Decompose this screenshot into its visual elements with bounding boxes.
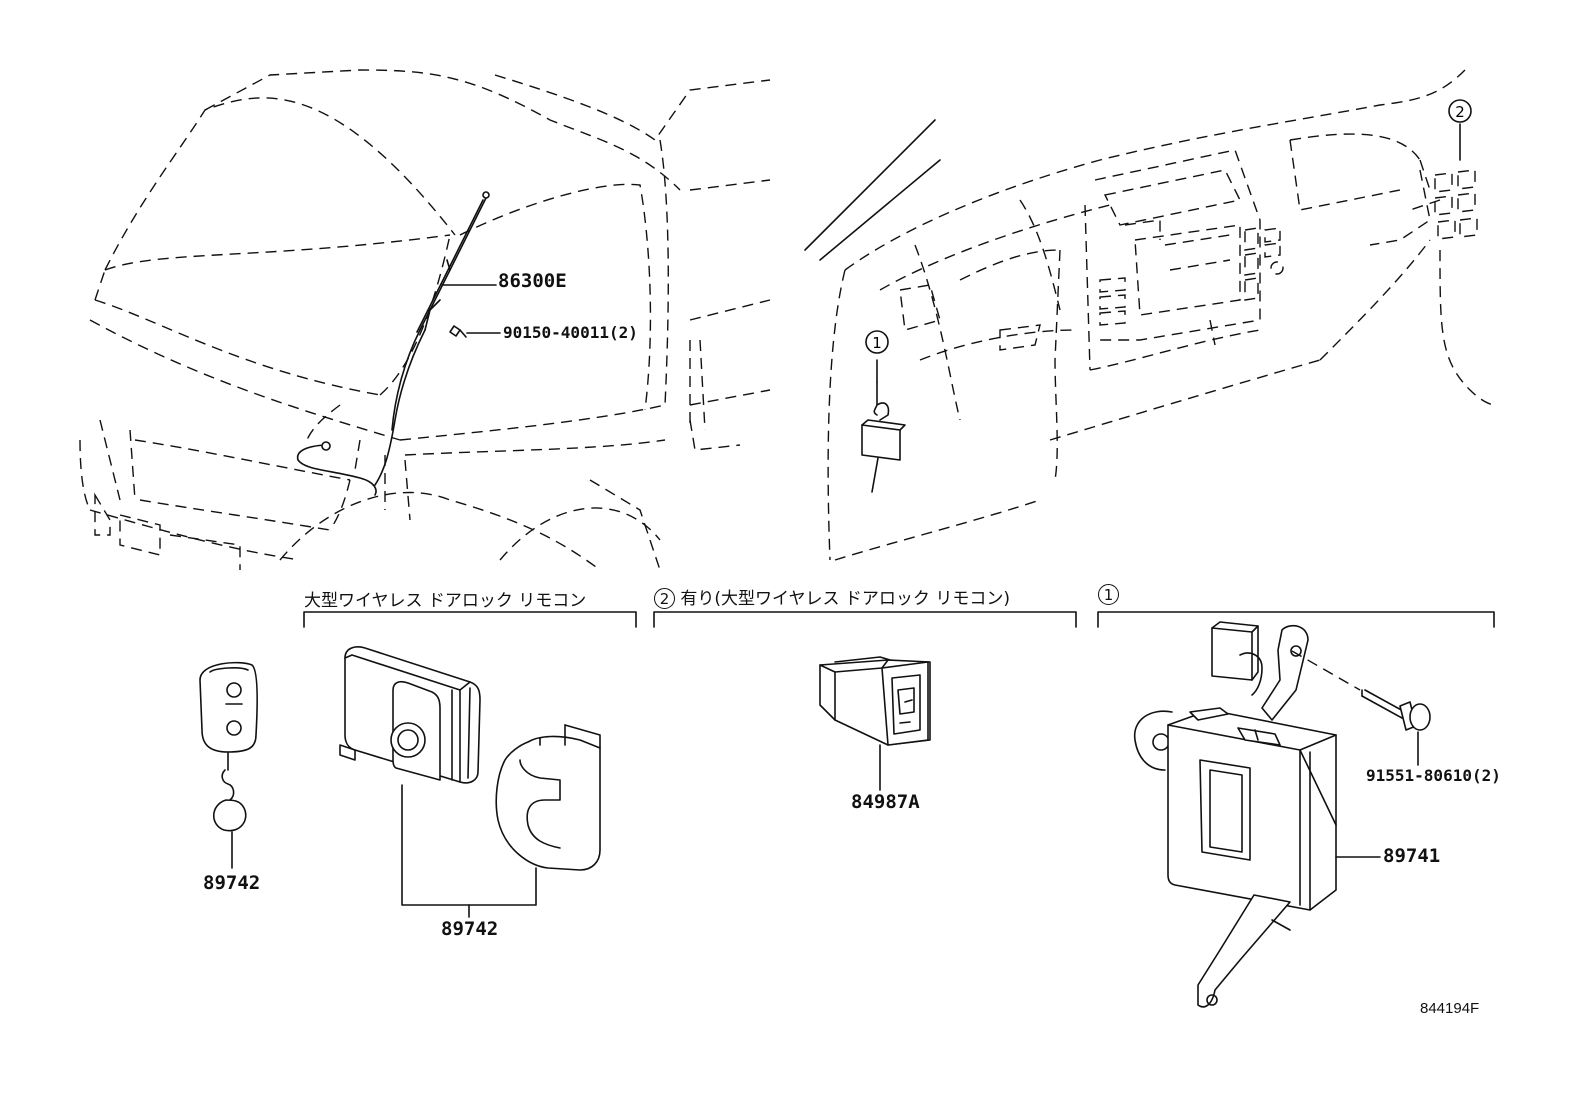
receiver-set-illustration bbox=[339, 646, 601, 918]
callout-marker-2: 2 bbox=[1455, 103, 1465, 121]
switch-illustration bbox=[819, 656, 931, 791]
dashboard-illustration bbox=[804, 69, 1496, 561]
diagram-reference-code: 844194F bbox=[1420, 1000, 1480, 1017]
remote-key-fob-illustration bbox=[199, 661, 258, 869]
part-number-bolt: 91551-80610(2) bbox=[1366, 766, 1501, 785]
group-c-marker: 1 bbox=[1098, 584, 1119, 605]
callout-marker-1: 1 bbox=[872, 334, 882, 352]
group-header-c: 1 bbox=[1098, 584, 1119, 605]
group-brackets bbox=[303, 611, 1495, 628]
part-number-switch: 84987A bbox=[851, 791, 920, 813]
group-b-label: 有り(大型ワイヤレス ドアロック リモコン) bbox=[680, 589, 1010, 609]
part-number-remote-fob: 89742 bbox=[203, 872, 261, 894]
part-number-antenna: 86300E bbox=[498, 270, 567, 292]
callout-marker-2-circle bbox=[1448, 99, 1472, 123]
truck-cab-illustration bbox=[79, 69, 771, 571]
group-header-b: 2 有り(大型ワイヤレス ドアロック リモコン) bbox=[654, 584, 1010, 609]
part-number-receiver-set: 89742 bbox=[441, 918, 499, 940]
callout-marker-1-circle bbox=[865, 330, 889, 354]
group-b-marker: 2 bbox=[654, 588, 675, 609]
part-number-control-unit: 89741 bbox=[1383, 845, 1441, 867]
part-number-screw: 90150-40011(2) bbox=[503, 323, 638, 342]
control-unit-illustration bbox=[1133, 621, 1431, 1008]
group-header-a: 大型ワイヤレス ドアロック リモコン bbox=[304, 591, 587, 611]
